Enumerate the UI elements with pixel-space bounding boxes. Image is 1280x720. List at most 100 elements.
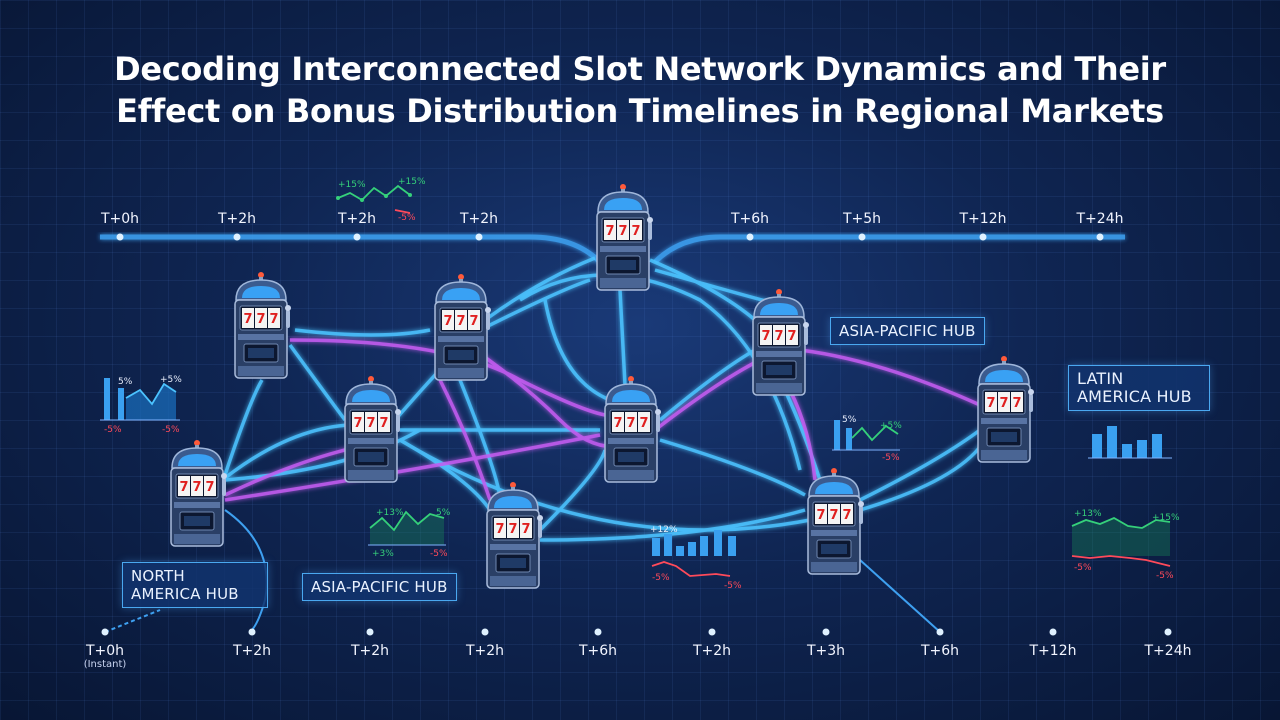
chart-center-up: +12% xyxy=(650,525,678,535)
svg-text:7: 7 xyxy=(269,312,278,327)
mini-chart-top: +15% +15% -5% xyxy=(336,177,426,223)
svg-text:7: 7 xyxy=(379,416,388,431)
slot-machine-node[interactable]: 7 7 7 xyxy=(166,438,228,554)
hub-asia-pacific-upper[interactable]: ASIA-PACIFIC HUB xyxy=(830,317,985,345)
svg-text:7: 7 xyxy=(816,508,825,523)
mini-chart-right-low: +13% +15% -5% -5% xyxy=(1071,509,1180,581)
slot-machine-icon: 7 7 7 xyxy=(977,356,1034,463)
slot-machine-node[interactable]: 7 7 7 xyxy=(600,374,662,490)
top-timeline-label: T+0h xyxy=(100,211,140,227)
svg-text:7: 7 xyxy=(999,396,1008,411)
chart-center-down2: -5% xyxy=(724,581,742,591)
svg-text:7: 7 xyxy=(1012,396,1021,411)
top-timeline-label: T+2h xyxy=(217,211,257,227)
top-timeline-node xyxy=(858,233,866,241)
mini-chart-right-mid: 5% +5% -5% xyxy=(832,415,902,463)
bottom-timeline-label: T+6h xyxy=(920,643,960,659)
svg-text:7: 7 xyxy=(761,329,770,344)
svg-text:7: 7 xyxy=(366,416,375,431)
bottom-timeline-label: T+2h xyxy=(350,643,390,659)
mini-chart-center-left: +13% 5% +3% -5% xyxy=(368,508,451,559)
svg-text:7: 7 xyxy=(631,224,640,239)
slot-machine-icon: 7 7 7 xyxy=(170,440,227,547)
svg-text:7: 7 xyxy=(256,312,265,327)
hub-latin-america-label: LATIN AMERICA HUB xyxy=(1077,369,1192,406)
bottom-timeline-node xyxy=(1049,628,1057,636)
chart-cl-up1: +13% xyxy=(376,508,404,518)
bottom-timeline-label: T+6h xyxy=(578,643,618,659)
chart-left-down1: -5% xyxy=(104,425,122,435)
bottom-timeline-label: T+24h xyxy=(1144,643,1192,659)
bottom-timeline-node xyxy=(708,628,716,636)
top-timeline-node xyxy=(979,233,987,241)
hub-asia-pacific-lower-label: ASIA-PACIFIC HUB xyxy=(311,578,448,596)
top-timeline-label: T+24h xyxy=(1076,211,1124,227)
chart-rl-up2: +15% xyxy=(1152,513,1180,523)
hub-latin-america[interactable]: LATIN AMERICA HUB xyxy=(1068,365,1210,411)
chart-rm-up2: +5% xyxy=(880,421,902,431)
slot-machine-node[interactable]: 7 7 7 xyxy=(973,354,1035,470)
hub-north-america[interactable]: NORTH AMERICA HUB xyxy=(122,562,268,608)
svg-text:7: 7 xyxy=(639,416,648,431)
bottom-timeline-label: T+2h xyxy=(465,643,505,659)
slot-machine-node[interactable]: 7 7 7 xyxy=(430,272,492,388)
svg-text:7: 7 xyxy=(508,522,517,537)
slot-machine-icon: 7 7 7 xyxy=(234,272,291,379)
bottom-timeline-label: T+12h xyxy=(1029,643,1077,659)
bottom-timeline-node xyxy=(594,628,602,636)
svg-text:7: 7 xyxy=(774,329,783,344)
top-timeline-label: T+2h xyxy=(337,211,377,227)
svg-text:7: 7 xyxy=(456,314,465,329)
slot-machine-icon: 7 7 7 xyxy=(434,274,491,381)
slot-machine-icon: 7 7 7 xyxy=(604,376,661,483)
slot-machine-node[interactable]: 7 7 7 xyxy=(748,287,810,403)
mini-chart-left: 5% +5% -5% -5% xyxy=(100,375,182,435)
chart-rl-up1: +13% xyxy=(1074,509,1102,519)
bottom-timeline-label: T+3h xyxy=(806,643,846,659)
svg-text:7: 7 xyxy=(469,314,478,329)
top-timeline-node xyxy=(233,233,241,241)
chart-cl-down1: +3% xyxy=(372,549,394,559)
bottom-timeline-node xyxy=(248,628,256,636)
slot-machine-icon: 7 7 7 xyxy=(807,468,864,575)
slot-machine-icon: 7 7 7 xyxy=(486,482,543,589)
chart-rm-down: -5% xyxy=(882,453,900,463)
svg-text:7: 7 xyxy=(613,416,622,431)
svg-text:7: 7 xyxy=(243,312,252,327)
chart-top-up2: +15% xyxy=(398,177,426,187)
bottom-timeline-label: T+2h xyxy=(232,643,272,659)
bottom-timeline-node xyxy=(366,628,374,636)
top-timeline-label: T+6h xyxy=(730,211,770,227)
svg-text:7: 7 xyxy=(842,508,851,523)
chart-cl-down2: -5% xyxy=(430,549,448,559)
svg-text:7: 7 xyxy=(618,224,627,239)
chart-center-down1: -5% xyxy=(652,573,670,583)
slot-machine-node[interactable]: 7 7 7 xyxy=(230,270,292,386)
chart-left-up2: +5% xyxy=(160,375,182,385)
chart-top-down: -5% xyxy=(398,213,416,223)
chart-top-up1: +15% xyxy=(338,180,366,190)
slot-machine-node[interactable]: 7 7 7 xyxy=(340,374,402,490)
slot-machine-node[interactable]: 7 7 7 xyxy=(803,466,865,582)
bottom-timeline-node xyxy=(822,628,830,636)
page-title: Decoding Interconnected Slot Network Dyn… xyxy=(0,48,1280,132)
bottom-timeline-label: T+0h(Instant) xyxy=(83,643,127,670)
svg-text:7: 7 xyxy=(353,416,362,431)
chart-rl-down1: -5% xyxy=(1074,563,1092,573)
svg-text:7: 7 xyxy=(787,329,796,344)
top-timeline-label: T+5h xyxy=(842,211,882,227)
slot-machine-node[interactable]: 7 7 7 xyxy=(592,182,654,298)
chart-rl-down2: -5% xyxy=(1156,571,1174,581)
hub-asia-pacific-lower[interactable]: ASIA-PACIFIC HUB xyxy=(302,573,457,601)
top-timeline-node xyxy=(116,233,124,241)
svg-text:7: 7 xyxy=(443,314,452,329)
slot-machine-node[interactable]: 7 7 7 xyxy=(482,480,544,596)
svg-text:7: 7 xyxy=(179,480,188,495)
top-timeline-node xyxy=(746,233,754,241)
hub-north-america-label: NORTH AMERICA HUB xyxy=(131,567,239,603)
chart-rm-up1: 5% xyxy=(842,415,857,425)
top-timeline-label: T+2h xyxy=(459,211,499,227)
svg-text:7: 7 xyxy=(986,396,995,411)
svg-text:7: 7 xyxy=(605,224,614,239)
